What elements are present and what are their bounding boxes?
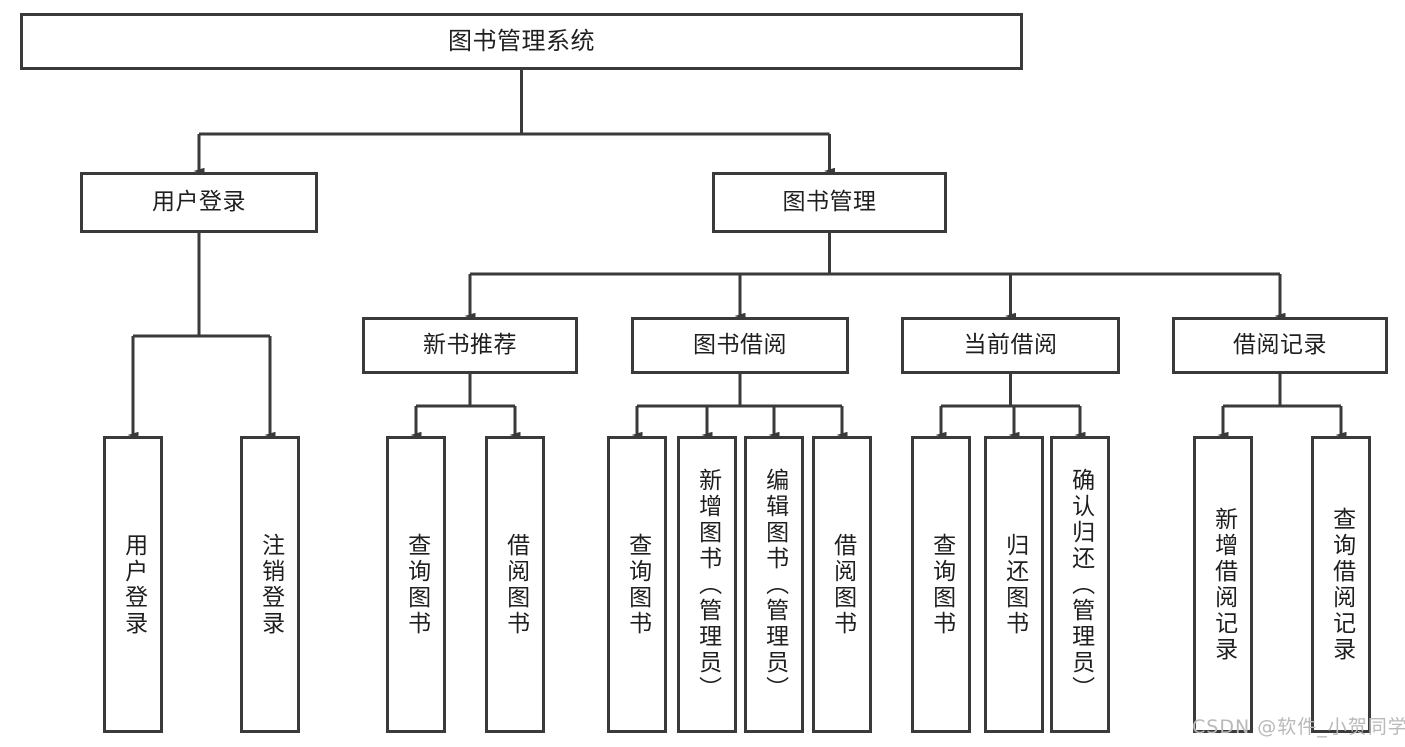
node-leaf9[interactable]: 查询图书 xyxy=(911,436,971,733)
node-root[interactable]: 图书管理系统 xyxy=(20,13,1023,70)
node-label-leaf2: 注销登录 xyxy=(257,532,284,637)
node-label-leaf12: 新增借阅记录 xyxy=(1210,506,1237,663)
node-label-leaf13: 查询借阅记录 xyxy=(1328,506,1355,663)
node-leaf2[interactable]: 注销登录 xyxy=(240,436,300,733)
node-label-records: 借阅记录 xyxy=(1233,331,1327,358)
node-label-login: 用户登录 xyxy=(152,188,246,215)
node-label-leaf10: 归还图书 xyxy=(1001,532,1028,637)
node-label-leaf4: 借阅图书 xyxy=(502,532,529,637)
node-leaf3[interactable]: 查询图书 xyxy=(386,436,446,733)
watermark: CSDN @软件_小贺同学 xyxy=(1192,716,1405,738)
node-label-leaf3: 查询图书 xyxy=(403,532,430,637)
node-label-leaf9: 查询图书 xyxy=(928,532,955,637)
node-leaf5[interactable]: 查询图书 xyxy=(607,436,667,733)
node-leaf7[interactable]: 编辑图书（管理员） xyxy=(744,436,804,733)
node-login[interactable]: 用户登录 xyxy=(80,172,318,233)
node-bookmgr[interactable]: 图书管理 xyxy=(712,172,947,233)
node-leaf4[interactable]: 借阅图书 xyxy=(485,436,545,733)
node-leaf8[interactable]: 借阅图书 xyxy=(812,436,872,733)
node-label-root: 图书管理系统 xyxy=(448,27,595,56)
node-label-leaf1: 用户登录 xyxy=(120,532,147,637)
node-label-leaf8: 借阅图书 xyxy=(829,532,856,637)
node-label-leaf5: 查询图书 xyxy=(624,532,651,637)
node-label-leaf7: 编辑图书（管理员） xyxy=(761,467,788,702)
node-leaf12[interactable]: 新增借阅记录 xyxy=(1193,436,1253,733)
node-leaf10[interactable]: 归还图书 xyxy=(984,436,1044,733)
node-label-newbook: 新书推荐 xyxy=(423,331,517,358)
node-leaf13[interactable]: 查询借阅记录 xyxy=(1311,436,1371,733)
node-leaf11[interactable]: 确认归还（管理员） xyxy=(1050,436,1110,733)
node-leaf6[interactable]: 新增图书（管理员） xyxy=(677,436,737,733)
edge-paths xyxy=(127,70,1347,439)
node-newbook[interactable]: 新书推荐 xyxy=(362,317,578,374)
node-label-leaf6: 新增图书（管理员） xyxy=(694,467,721,702)
node-label-leaf11: 确认归还（管理员） xyxy=(1067,467,1094,702)
node-borrow[interactable]: 图书借阅 xyxy=(631,317,849,374)
node-label-current: 当前借阅 xyxy=(963,331,1058,358)
node-label-bookmgr: 图书管理 xyxy=(782,188,877,215)
node-label-borrow: 图书借阅 xyxy=(693,331,787,358)
node-current[interactable]: 当前借阅 xyxy=(901,317,1120,374)
node-records[interactable]: 借阅记录 xyxy=(1172,317,1388,374)
node-leaf1[interactable]: 用户登录 xyxy=(103,436,163,733)
